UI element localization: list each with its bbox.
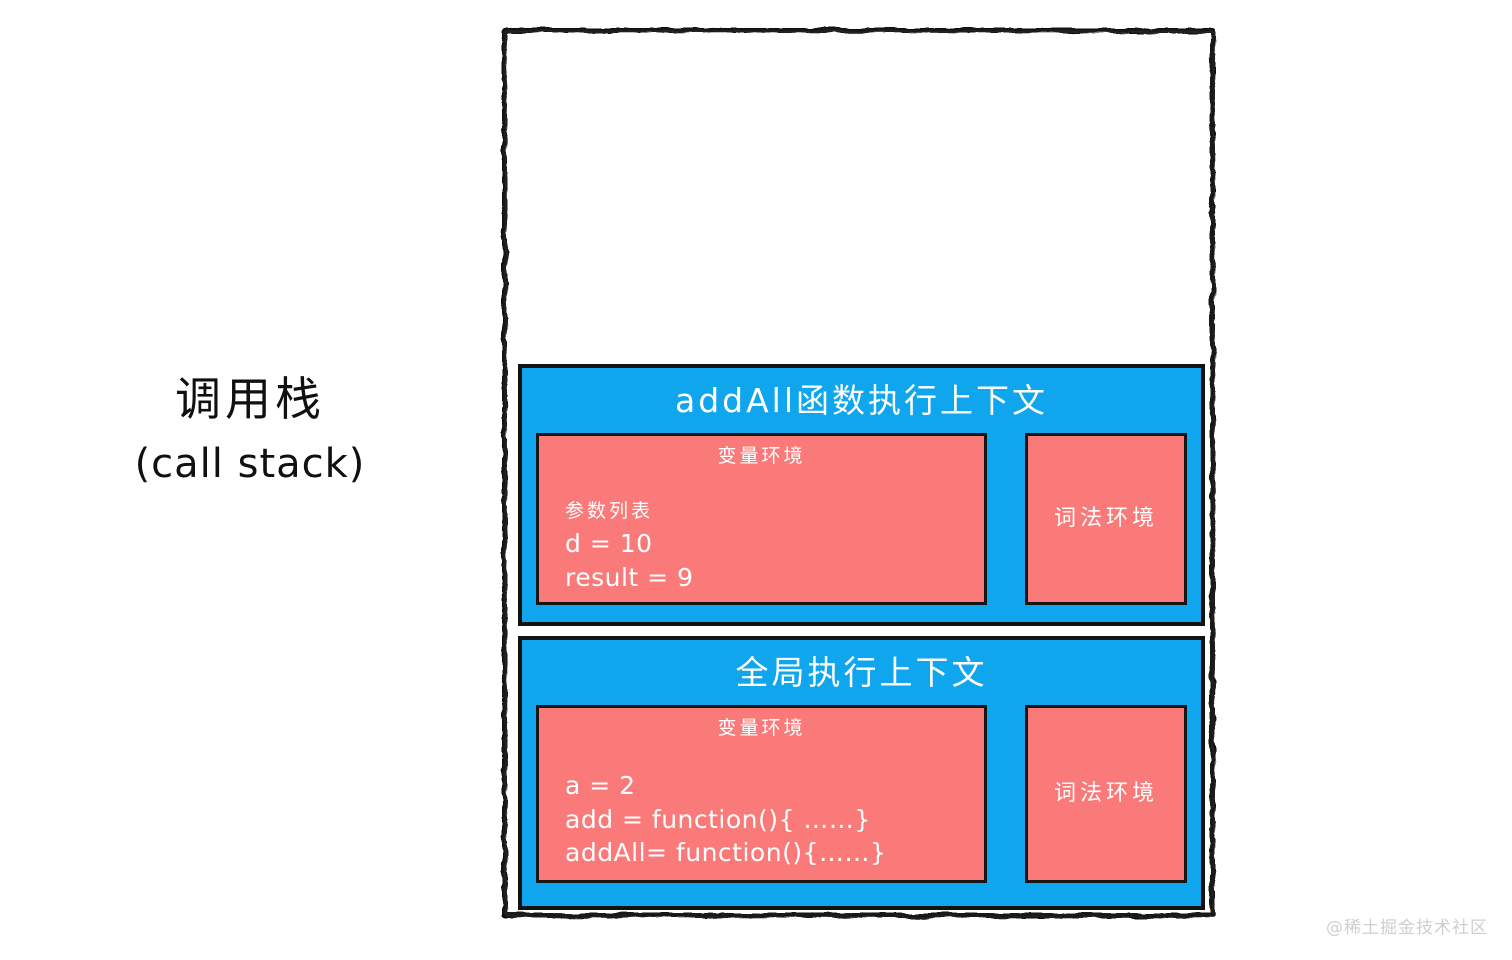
variable-environment-line: add = function(){ ……} bbox=[565, 804, 871, 834]
variable-environment-heading: 变量环境 bbox=[717, 445, 806, 468]
call-stack-frame: addAll函数执行上下文 变量环境 参数列表 d = 10 result = … bbox=[502, 28, 1215, 918]
variable-environment-box[interactable]: 变量环境 a = 2 add = function(){ ……} addAll=… bbox=[536, 705, 987, 884]
lexical-environment-box[interactable]: 词法环境 bbox=[1025, 705, 1187, 884]
variable-environment-lines: a = 2 add = function(){ ……} addAll= func… bbox=[539, 747, 984, 870]
frame-outline-inner bbox=[503, 29, 1213, 916]
variable-environment-box[interactable]: 变量环境 参数列表 d = 10 result = 9 bbox=[536, 433, 987, 606]
watermark: @稀土掘金技术社区 bbox=[1326, 918, 1488, 938]
variable-environment-lines: 参数列表 d = 10 result = 9 bbox=[539, 475, 984, 595]
call-stack-caption-chinese: 调用栈 bbox=[175, 372, 325, 426]
frame-outline-detail bbox=[505, 31, 1215, 918]
execution-context-title: 全局执行上下文 bbox=[735, 653, 988, 692]
execution-context-title: addAll函数执行上下文 bbox=[674, 381, 1049, 420]
execution-context-body: 变量环境 参数列表 d = 10 result = 9 词法环境 bbox=[536, 433, 1187, 606]
variable-environment-line: 参数列表 bbox=[565, 499, 654, 522]
call-stack-caption: 调用栈 (call stack) bbox=[80, 372, 420, 489]
lexical-environment-box[interactable]: 词法环境 bbox=[1025, 433, 1187, 606]
execution-context-addall[interactable]: addAll函数执行上下文 变量环境 参数列表 d = 10 result = … bbox=[518, 364, 1205, 626]
variable-environment-line: addAll= function(){……} bbox=[565, 838, 887, 868]
variable-environment-line: result = 9 bbox=[565, 563, 694, 593]
variable-environment-line: d = 10 bbox=[565, 529, 653, 559]
variable-environment-heading: 变量环境 bbox=[717, 717, 806, 740]
lexical-environment-label: 词法环境 bbox=[1053, 780, 1158, 806]
lexical-environment-label: 词法环境 bbox=[1053, 505, 1158, 531]
execution-context-global[interactable]: 全局执行上下文 变量环境 a = 2 add = function(){ ……}… bbox=[518, 636, 1205, 910]
call-stack-items: addAll函数执行上下文 变量环境 参数列表 d = 10 result = … bbox=[518, 36, 1205, 910]
call-stack-caption-english: (call stack) bbox=[134, 441, 366, 488]
execution-context-body: 变量环境 a = 2 add = function(){ ……} addAll=… bbox=[536, 705, 1187, 884]
variable-environment-line: a = 2 bbox=[565, 770, 636, 800]
